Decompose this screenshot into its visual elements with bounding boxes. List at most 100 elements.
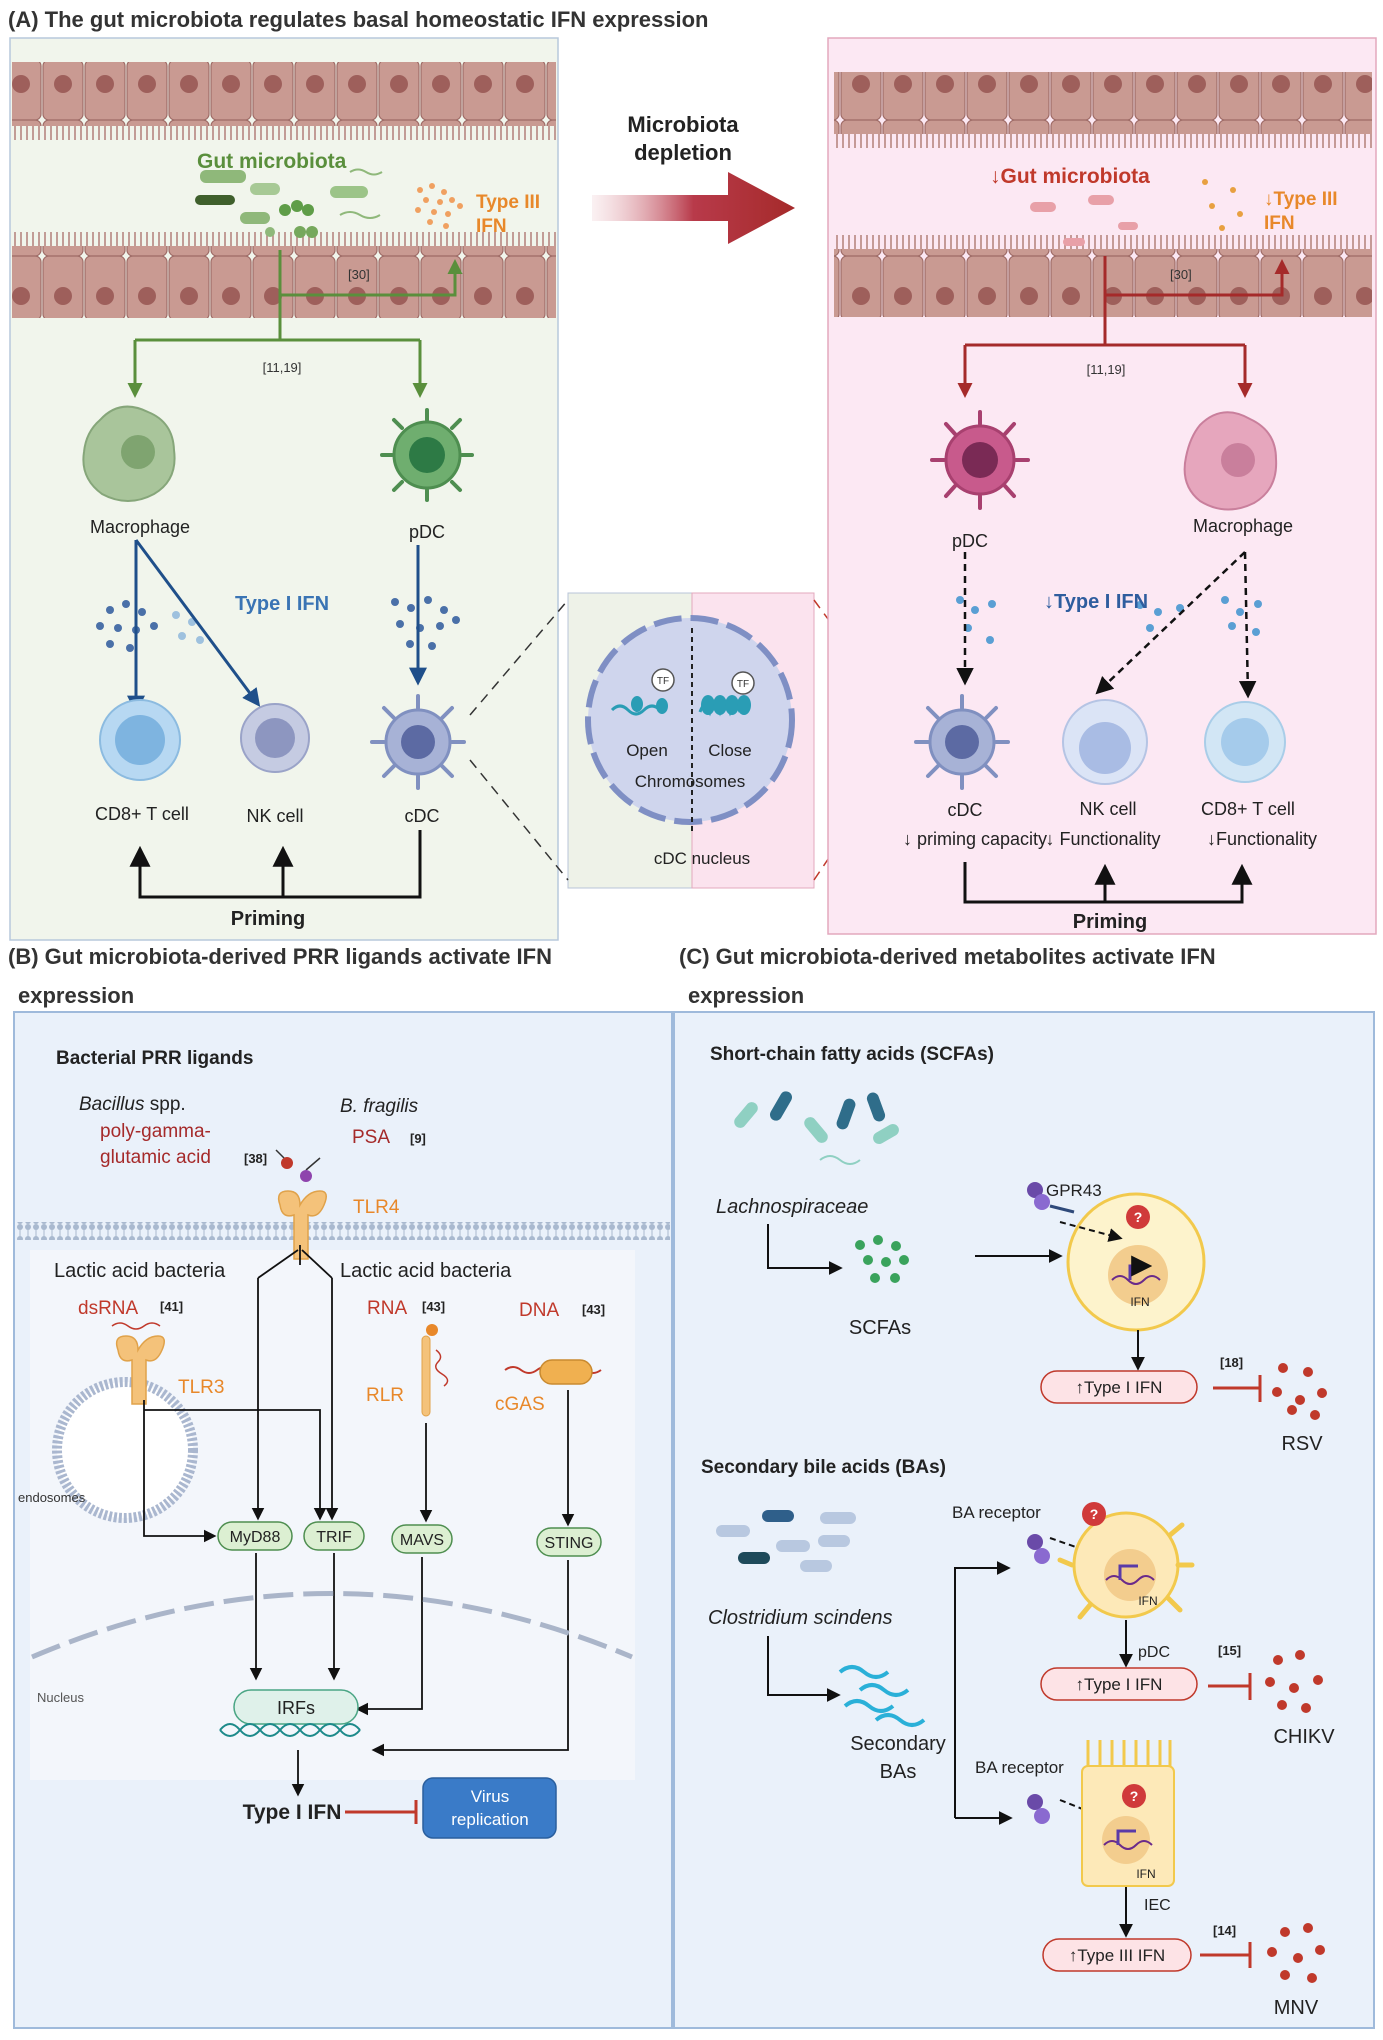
nk-cell-icon-left bbox=[240, 703, 310, 773]
dsrna-label: dsRNA bbox=[78, 1298, 139, 1319]
macrophage-label-right: Macrophage bbox=[1193, 516, 1293, 536]
chikv-virus-icon bbox=[1265, 1650, 1323, 1713]
macrophage-icon-right bbox=[1183, 411, 1278, 511]
macrophage-icon bbox=[82, 405, 176, 502]
lachnospiraceae-bacteria-icon bbox=[734, 1091, 899, 1165]
secondary-ba-icon bbox=[838, 1665, 926, 1727]
panel-a-title: (A) The gut microbiota regulates basal h… bbox=[8, 7, 708, 32]
svg-text:IRFs: IRFs bbox=[277, 1698, 315, 1718]
depletion-arrow bbox=[592, 172, 795, 244]
pdc-label-right: pDC bbox=[952, 531, 988, 551]
ba-receptor-label-a: BA receptor bbox=[952, 1503, 1041, 1522]
type-i-ifn-up-box-a: ↑Type I IFN bbox=[1040, 1370, 1198, 1404]
svg-text:cDC nucleus: cDC nucleus bbox=[654, 849, 750, 868]
panel-c-title: (C) Gut microbiota-derived metabolites a… bbox=[679, 944, 1216, 1008]
priming-arrows-left bbox=[129, 830, 422, 899]
lactic-acid-left-label: Lactic acid bacteria bbox=[54, 1260, 226, 1282]
cdc-nucleus-inset: TF TF Open Close Chromosomes cDC nucleus bbox=[469, 592, 896, 889]
inhibition-line-rsv bbox=[1213, 1375, 1262, 1402]
type-i-ifn-dots-left bbox=[96, 596, 460, 652]
bacterial-prr-ligands-title: Bacterial PRR ligands bbox=[56, 1048, 253, 1069]
myd88-node: MyD88 bbox=[217, 1521, 293, 1551]
type-i-ifn-label-b: Type I IFN bbox=[243, 1801, 342, 1824]
ba-receptor-label-b: BA receptor bbox=[975, 1758, 1064, 1777]
ref-9: [9] bbox=[410, 1131, 426, 1146]
ref-43-dna: [43] bbox=[582, 1302, 605, 1317]
panel-b-signal-arrows bbox=[143, 1245, 575, 1797]
nk-cell-icon-right bbox=[1062, 699, 1148, 785]
ifn-label-pdc: IFN bbox=[1138, 1594, 1157, 1608]
inhibition-line-chikv bbox=[1208, 1673, 1252, 1700]
ref-38: [38] bbox=[244, 1151, 267, 1166]
svg-text:STING: STING bbox=[545, 1535, 594, 1552]
svg-text:?: ? bbox=[1134, 1209, 1143, 1225]
macrophage-label-left: Macrophage bbox=[90, 517, 190, 537]
tlr4-label: TLR4 bbox=[353, 1197, 400, 1218]
priming-label-right: Priming bbox=[1073, 911, 1147, 933]
ref-15: [15] bbox=[1218, 1643, 1241, 1658]
dna-helix-icon bbox=[219, 1723, 361, 1737]
cd8-t-cell-icon-right bbox=[1204, 701, 1286, 783]
ref-41: [41] bbox=[160, 1299, 183, 1314]
svg-text:MAVS: MAVS bbox=[400, 1532, 444, 1549]
type-iii-ifn-dots-right bbox=[1202, 179, 1243, 231]
svg-text:Chromosomes: Chromosomes bbox=[635, 772, 746, 791]
lactic-acid-right-label: Lactic acid bacteria bbox=[340, 1260, 512, 1282]
svg-text:Open: Open bbox=[626, 741, 668, 760]
ref-14: [14] bbox=[1213, 1923, 1236, 1938]
svg-text:↑Type III IFN: ↑Type III IFN bbox=[1069, 1946, 1165, 1965]
rlr-receptor-icon bbox=[421, 1324, 449, 1417]
nucleus-label: Nucleus bbox=[37, 1690, 84, 1705]
gpr43-receptor-icon bbox=[1027, 1182, 1075, 1214]
scfa-section-title: Short-chain fatty acids (SCFAs) bbox=[710, 1044, 994, 1065]
gut-microbiota-label: Gut microbiota bbox=[197, 150, 347, 173]
mnv-label: MNV bbox=[1274, 1997, 1319, 2019]
svg-text:↑Type I IFN: ↑Type I IFN bbox=[1076, 1675, 1163, 1694]
pdc-cell-icon-c: ? bbox=[1057, 1502, 1195, 1620]
panel-b-title: (B) Gut microbiota-derived PRR ligands a… bbox=[8, 944, 552, 1008]
cdc-icon-left bbox=[370, 694, 466, 790]
nuclear-envelope bbox=[31, 1591, 633, 1660]
ba-section-title: Secondary bile acids (BAs) bbox=[701, 1457, 946, 1478]
rsv-label: RSV bbox=[1281, 1433, 1323, 1455]
ref-30-left: [30] bbox=[348, 267, 370, 282]
psa-label: PSA bbox=[352, 1127, 390, 1148]
tlr3-label: TLR3 bbox=[178, 1377, 224, 1398]
type-iii-ifn-up-box: ↑Type III IFN bbox=[1042, 1938, 1192, 1972]
cd8-t-cell-icon-left bbox=[99, 699, 181, 781]
cgas-icon bbox=[504, 1359, 602, 1385]
ifn-label-iec: IFN bbox=[1136, 1867, 1155, 1881]
gut-microbiota-bacteria-icon bbox=[195, 168, 383, 238]
sting-node: STING bbox=[536, 1527, 602, 1557]
svg-text:?: ? bbox=[1090, 1506, 1099, 1522]
priming-capacity-label: ↓ priming capacity bbox=[903, 829, 1047, 849]
microbiota-signal-arrows bbox=[127, 250, 463, 398]
depleted-bacteria-icon bbox=[1030, 195, 1138, 246]
pdc-icon-left bbox=[380, 408, 474, 502]
ba-receptor-icon-b bbox=[1027, 1794, 1050, 1824]
type-iii-ifn-dots bbox=[415, 183, 463, 229]
clostridium-label: Clostridium scindens bbox=[708, 1607, 893, 1629]
iec-cell-icon: ? bbox=[1081, 1740, 1175, 1887]
endosomes-label: endosomes bbox=[18, 1490, 86, 1505]
depleted-signal-arrows bbox=[957, 256, 1290, 398]
rna-label: RNA bbox=[367, 1298, 407, 1319]
gut-microbiota-down-label: ↓Gut microbiota bbox=[990, 165, 1150, 188]
inhibition-line-mnv bbox=[1200, 1942, 1252, 1968]
epithelium-top-left bbox=[12, 62, 556, 140]
cdc-label-left: cDC bbox=[405, 806, 440, 826]
depleted-type-i-arrows bbox=[956, 551, 1257, 699]
endosome-icon bbox=[52, 1322, 198, 1523]
chikv-label: CHIKV bbox=[1273, 1726, 1335, 1748]
pdc-icon-right bbox=[930, 410, 1030, 510]
rlr-label: RLR bbox=[366, 1385, 404, 1406]
scfa-cell-icon: ? bbox=[1066, 1192, 1206, 1332]
scfa-arrows bbox=[767, 1221, 1145, 1371]
bfragilis-label: B. fragilis bbox=[340, 1096, 419, 1117]
